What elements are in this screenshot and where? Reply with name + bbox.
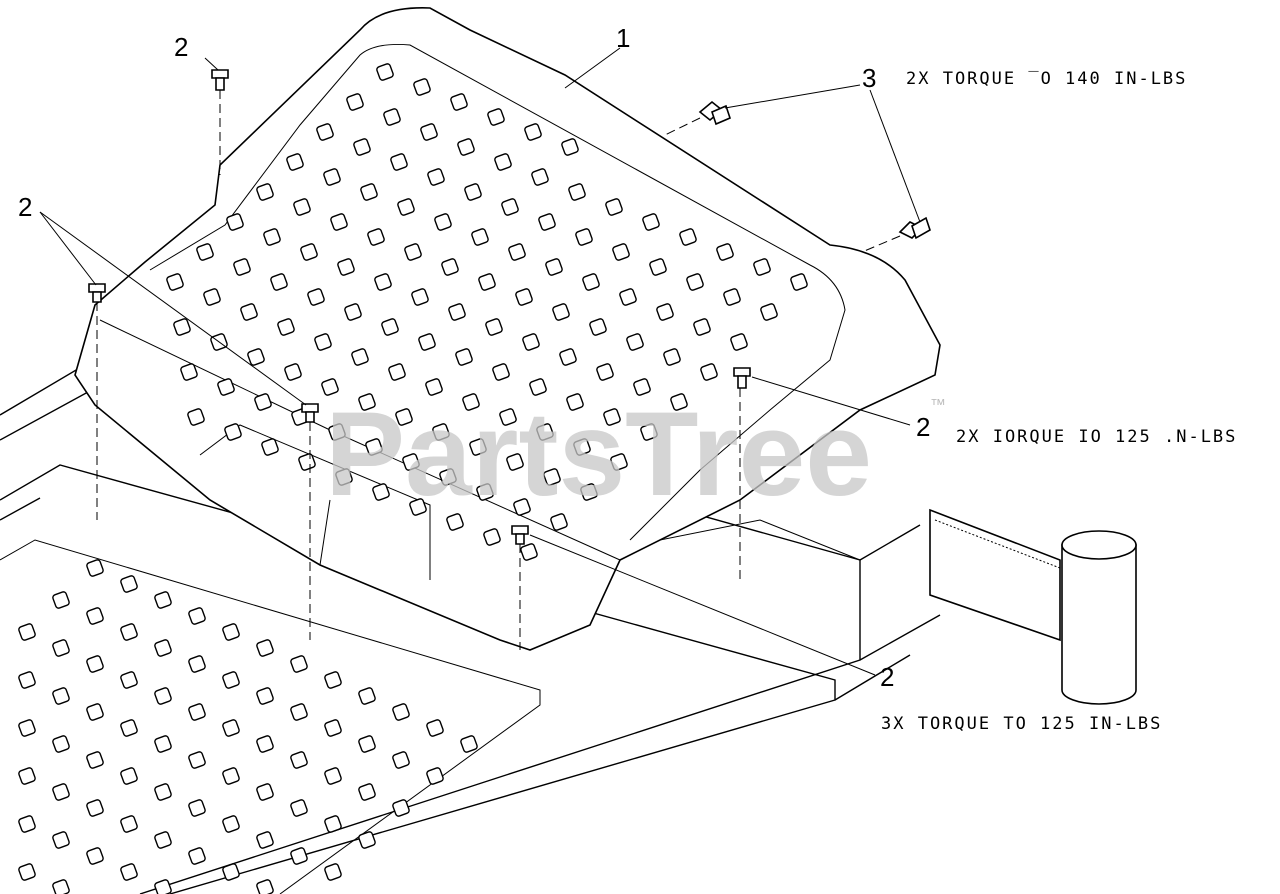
- bolt-left: [88, 283, 106, 303]
- torque-note-125-2x: 2X IORQUE IO 125 .N-LBS: [956, 427, 1237, 447]
- callout-2-bottom: 2: [880, 662, 894, 692]
- bolt-top-left: [211, 69, 229, 91]
- shoulder-bolt-lower: [898, 216, 931, 240]
- callout-1: 1: [616, 23, 630, 53]
- callout-2-left: 2: [18, 192, 32, 222]
- cylinder-post: [929, 508, 1137, 705]
- assembly-lines: [96, 90, 901, 650]
- shoulder-bolt-upper: [698, 100, 731, 126]
- callout-2-right: 2: [916, 412, 930, 442]
- watermark-text: PartsTree: [325, 387, 872, 521]
- callout-2-top: 2: [174, 32, 188, 62]
- torque-note-125-3x: 3X TORQUE TO 125 IN-LBS: [881, 714, 1162, 734]
- bolt-center: [301, 403, 319, 423]
- leader-lines: [39, 47, 921, 676]
- callout-3: 3: [862, 63, 876, 93]
- footrest-panel: [74, 7, 941, 651]
- watermark-trademark: ™: [930, 397, 946, 414]
- bolt-bottom: [511, 525, 529, 545]
- deck-frame: [0, 349, 941, 894]
- seat-holes: [166, 63, 808, 561]
- watermark: PartsTree ™: [325, 387, 946, 521]
- bolt-right: [733, 367, 751, 389]
- torque-note-140: 2X TORQUE ‾O 140 IN-LBS: [906, 69, 1187, 89]
- floor-plate-holes: [18, 559, 478, 894]
